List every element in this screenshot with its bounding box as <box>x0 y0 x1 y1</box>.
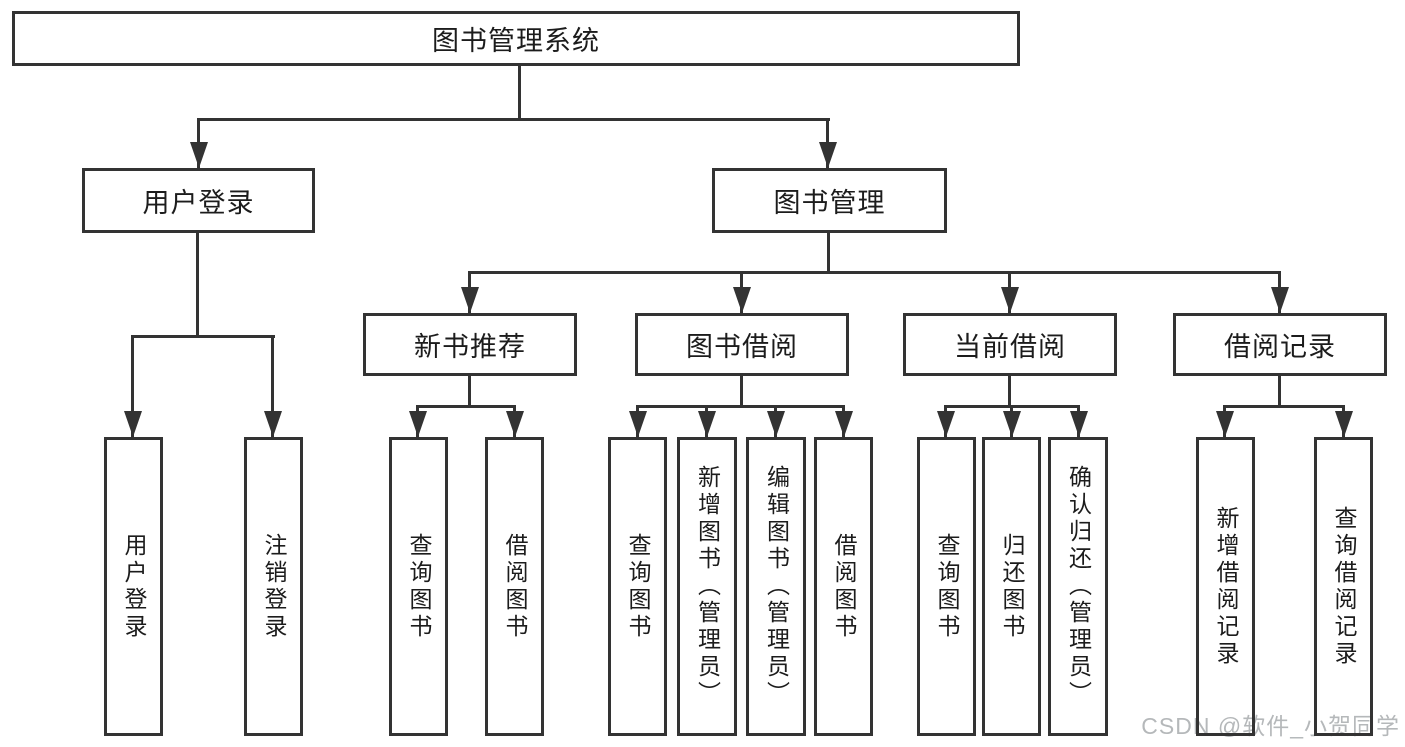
arrowhead <box>698 411 716 437</box>
arrowhead <box>733 287 751 313</box>
connector <box>636 405 845 408</box>
watermark: CSDN @软件_小贺同学 <box>1141 713 1400 739</box>
node-label: 图书管理 <box>773 188 886 218</box>
leaf-label: 确认归还（管理员） <box>1065 465 1092 708</box>
leaf-label: 查询图书 <box>406 532 432 641</box>
node-label: 当前借阅 <box>954 332 1066 362</box>
connector <box>1278 376 1281 408</box>
connector <box>131 335 134 437</box>
arrowhead <box>1216 411 1234 437</box>
leaf-borrow-books: 借阅图书 <box>814 437 873 736</box>
arrowhead <box>264 411 282 437</box>
node-user-login: 用户登录 <box>82 168 315 233</box>
leaf-label: 查询借阅记录 <box>1331 505 1357 668</box>
leaf-confirm-return-admin: 确认归还（管理员） <box>1048 437 1108 736</box>
arrowhead <box>819 142 837 168</box>
arrowhead <box>506 411 524 437</box>
arrowhead <box>629 411 647 437</box>
leaf-query-borrow-record: 查询借阅记录 <box>1314 437 1373 736</box>
connector <box>196 233 199 338</box>
connector <box>131 335 275 338</box>
arrowhead <box>835 411 853 437</box>
connector <box>518 64 521 120</box>
leaf-return-book: 归还图书 <box>982 437 1041 736</box>
leaf-label: 归还图书 <box>999 532 1025 641</box>
arrowhead <box>124 411 142 437</box>
node-book-borrow: 图书借阅 <box>635 313 849 376</box>
arrowhead <box>1335 411 1353 437</box>
leaf-query-books-borrow: 查询图书 <box>608 437 667 736</box>
leaf-label: 新增图书（管理员） <box>694 465 721 708</box>
connector <box>827 233 830 274</box>
node-label: 图书借阅 <box>686 332 798 362</box>
leaf-label: 借阅图书 <box>502 532 528 641</box>
leaf-label: 新增借阅记录 <box>1213 505 1239 668</box>
node-label: 用户登录 <box>142 188 255 218</box>
arrowhead <box>461 287 479 313</box>
connector <box>468 376 471 408</box>
connector <box>1223 405 1345 408</box>
arrowhead <box>409 411 427 437</box>
leaf-logout: 注销登录 <box>244 437 303 736</box>
leaf-label: 查询图书 <box>625 532 651 641</box>
leaf-label: 用户登录 <box>121 532 147 641</box>
arrowhead <box>1271 287 1289 313</box>
leaf-query-books-current: 查询图书 <box>917 437 976 736</box>
connector <box>740 376 743 408</box>
leaf-label: 借阅图书 <box>831 532 857 641</box>
arrowhead <box>937 411 955 437</box>
leaf-query-books-recommend: 查询图书 <box>389 437 448 736</box>
node-current-borrow: 当前借阅 <box>903 313 1117 376</box>
leaf-label: 注销登录 <box>261 532 287 641</box>
connector <box>416 405 516 408</box>
leaf-add-borrow-record: 新增借阅记录 <box>1196 437 1255 736</box>
leaf-user-login: 用户登录 <box>104 437 163 736</box>
connector <box>468 271 1281 274</box>
node-system-root: 图书管理系统 <box>12 11 1020 66</box>
connector <box>1008 376 1011 408</box>
node-label: 借阅记录 <box>1224 332 1336 362</box>
arrowhead <box>1001 287 1019 313</box>
arrowhead <box>190 142 208 168</box>
arrowhead <box>1003 411 1021 437</box>
leaf-label: 编辑图书（管理员） <box>763 465 790 708</box>
arrowhead <box>1070 411 1088 437</box>
connector <box>271 335 274 437</box>
connector <box>197 118 830 121</box>
node-label: 图书管理系统 <box>432 26 600 56</box>
node-label: 新书推荐 <box>414 332 526 362</box>
leaf-label: 查询图书 <box>934 532 960 641</box>
leaf-add-book-admin: 新增图书（管理员） <box>677 437 737 736</box>
arrowhead <box>767 411 785 437</box>
leaf-edit-book-admin: 编辑图书（管理员） <box>746 437 806 736</box>
node-book-management: 图书管理 <box>712 168 947 233</box>
node-borrow-records: 借阅记录 <box>1173 313 1387 376</box>
node-new-book-recommend: 新书推荐 <box>363 313 577 376</box>
leaf-borrow-books-recommend: 借阅图书 <box>485 437 544 736</box>
